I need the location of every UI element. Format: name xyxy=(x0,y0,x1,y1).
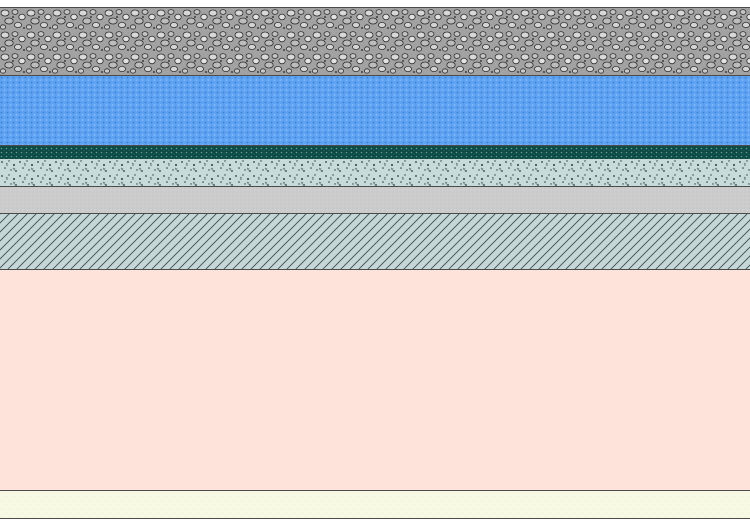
grey-fill-layer-fill xyxy=(0,187,750,213)
gravel-layer-fill xyxy=(0,8,750,75)
dark-band-layer xyxy=(0,146,750,159)
speckled-aggregate-layer-fill xyxy=(0,159,750,186)
speckled-aggregate-layer xyxy=(0,159,750,187)
hatched-layer-fill xyxy=(0,214,750,269)
peach-block-layer xyxy=(0,270,750,491)
cream-base-layer-fill xyxy=(0,491,750,518)
hatched-layer xyxy=(0,214,750,270)
grey-fill-layer xyxy=(0,187,750,214)
cream-base-layer xyxy=(0,491,750,519)
water-layer xyxy=(0,76,750,146)
water-layer-fill xyxy=(0,76,750,145)
dark-band-layer-fill xyxy=(0,147,750,159)
gravel-layer xyxy=(0,7,750,76)
